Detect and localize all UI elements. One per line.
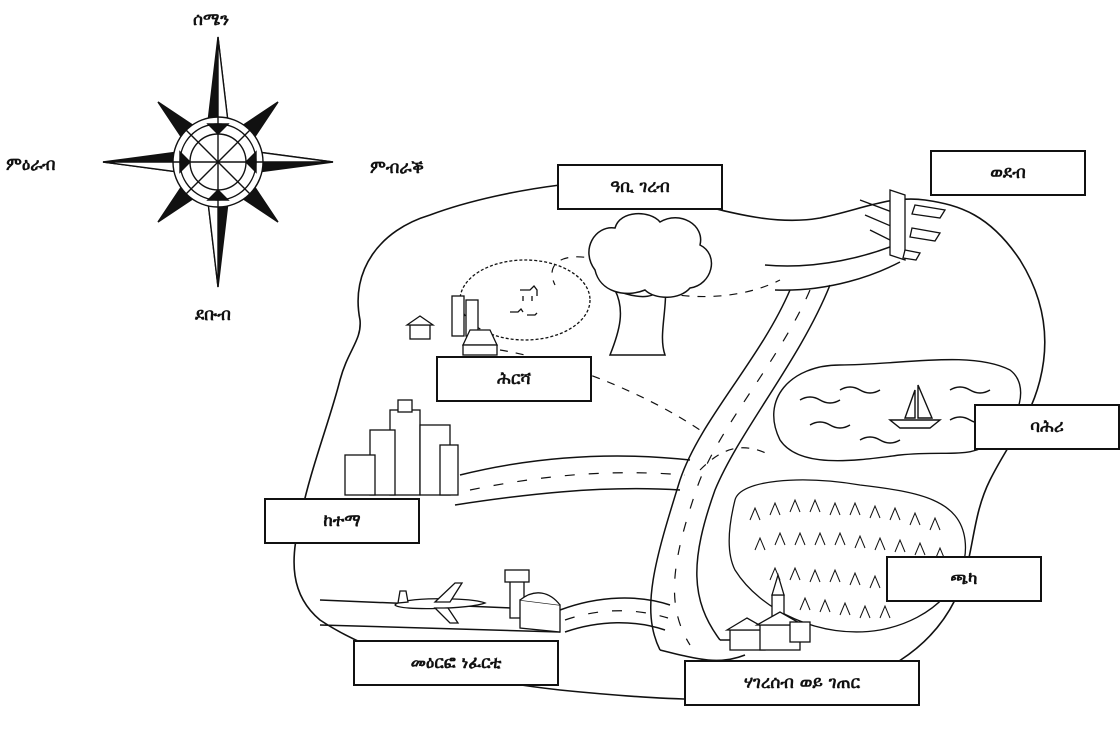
compass-east-label: ምብራቕ	[370, 158, 424, 178]
label-big-tree: ዓቢ ገረብ	[557, 164, 723, 210]
label-sea: ባሕሪ	[974, 404, 1120, 450]
village-icon	[724, 572, 811, 651]
label-village: ሃገረሰብ ወይ ገጠር	[684, 660, 920, 706]
sea-icon	[773, 358, 1022, 462]
farm-icon	[404, 259, 591, 356]
airport-road-dashes	[564, 610, 669, 621]
label-airport: መዕርፎ ነፈርቲ	[353, 640, 559, 686]
city-road-dashes	[469, 472, 686, 491]
main-road	[650, 244, 901, 662]
label-farm: ሕርሻ	[436, 356, 592, 402]
label-forest: ጫካ	[886, 556, 1042, 602]
label-port: ወደብ	[930, 150, 1086, 196]
port-icon	[859, 189, 947, 261]
tree-icon	[588, 212, 713, 356]
compass-west-label: ምዕራብ	[6, 155, 56, 175]
airport-road	[559, 597, 671, 633]
footpaths	[499, 256, 781, 471]
label-city: ከተማ	[264, 498, 420, 544]
compass-rose	[102, 36, 334, 288]
compass-south-label: ደቡብ	[195, 305, 231, 325]
airplane-icon	[394, 582, 487, 624]
city-icon	[344, 399, 459, 496]
city-road	[454, 455, 691, 506]
compass-north-label: ሰሜን	[193, 10, 230, 30]
control-tower-icon	[504, 569, 561, 633]
main-road-dashes	[673, 289, 811, 646]
